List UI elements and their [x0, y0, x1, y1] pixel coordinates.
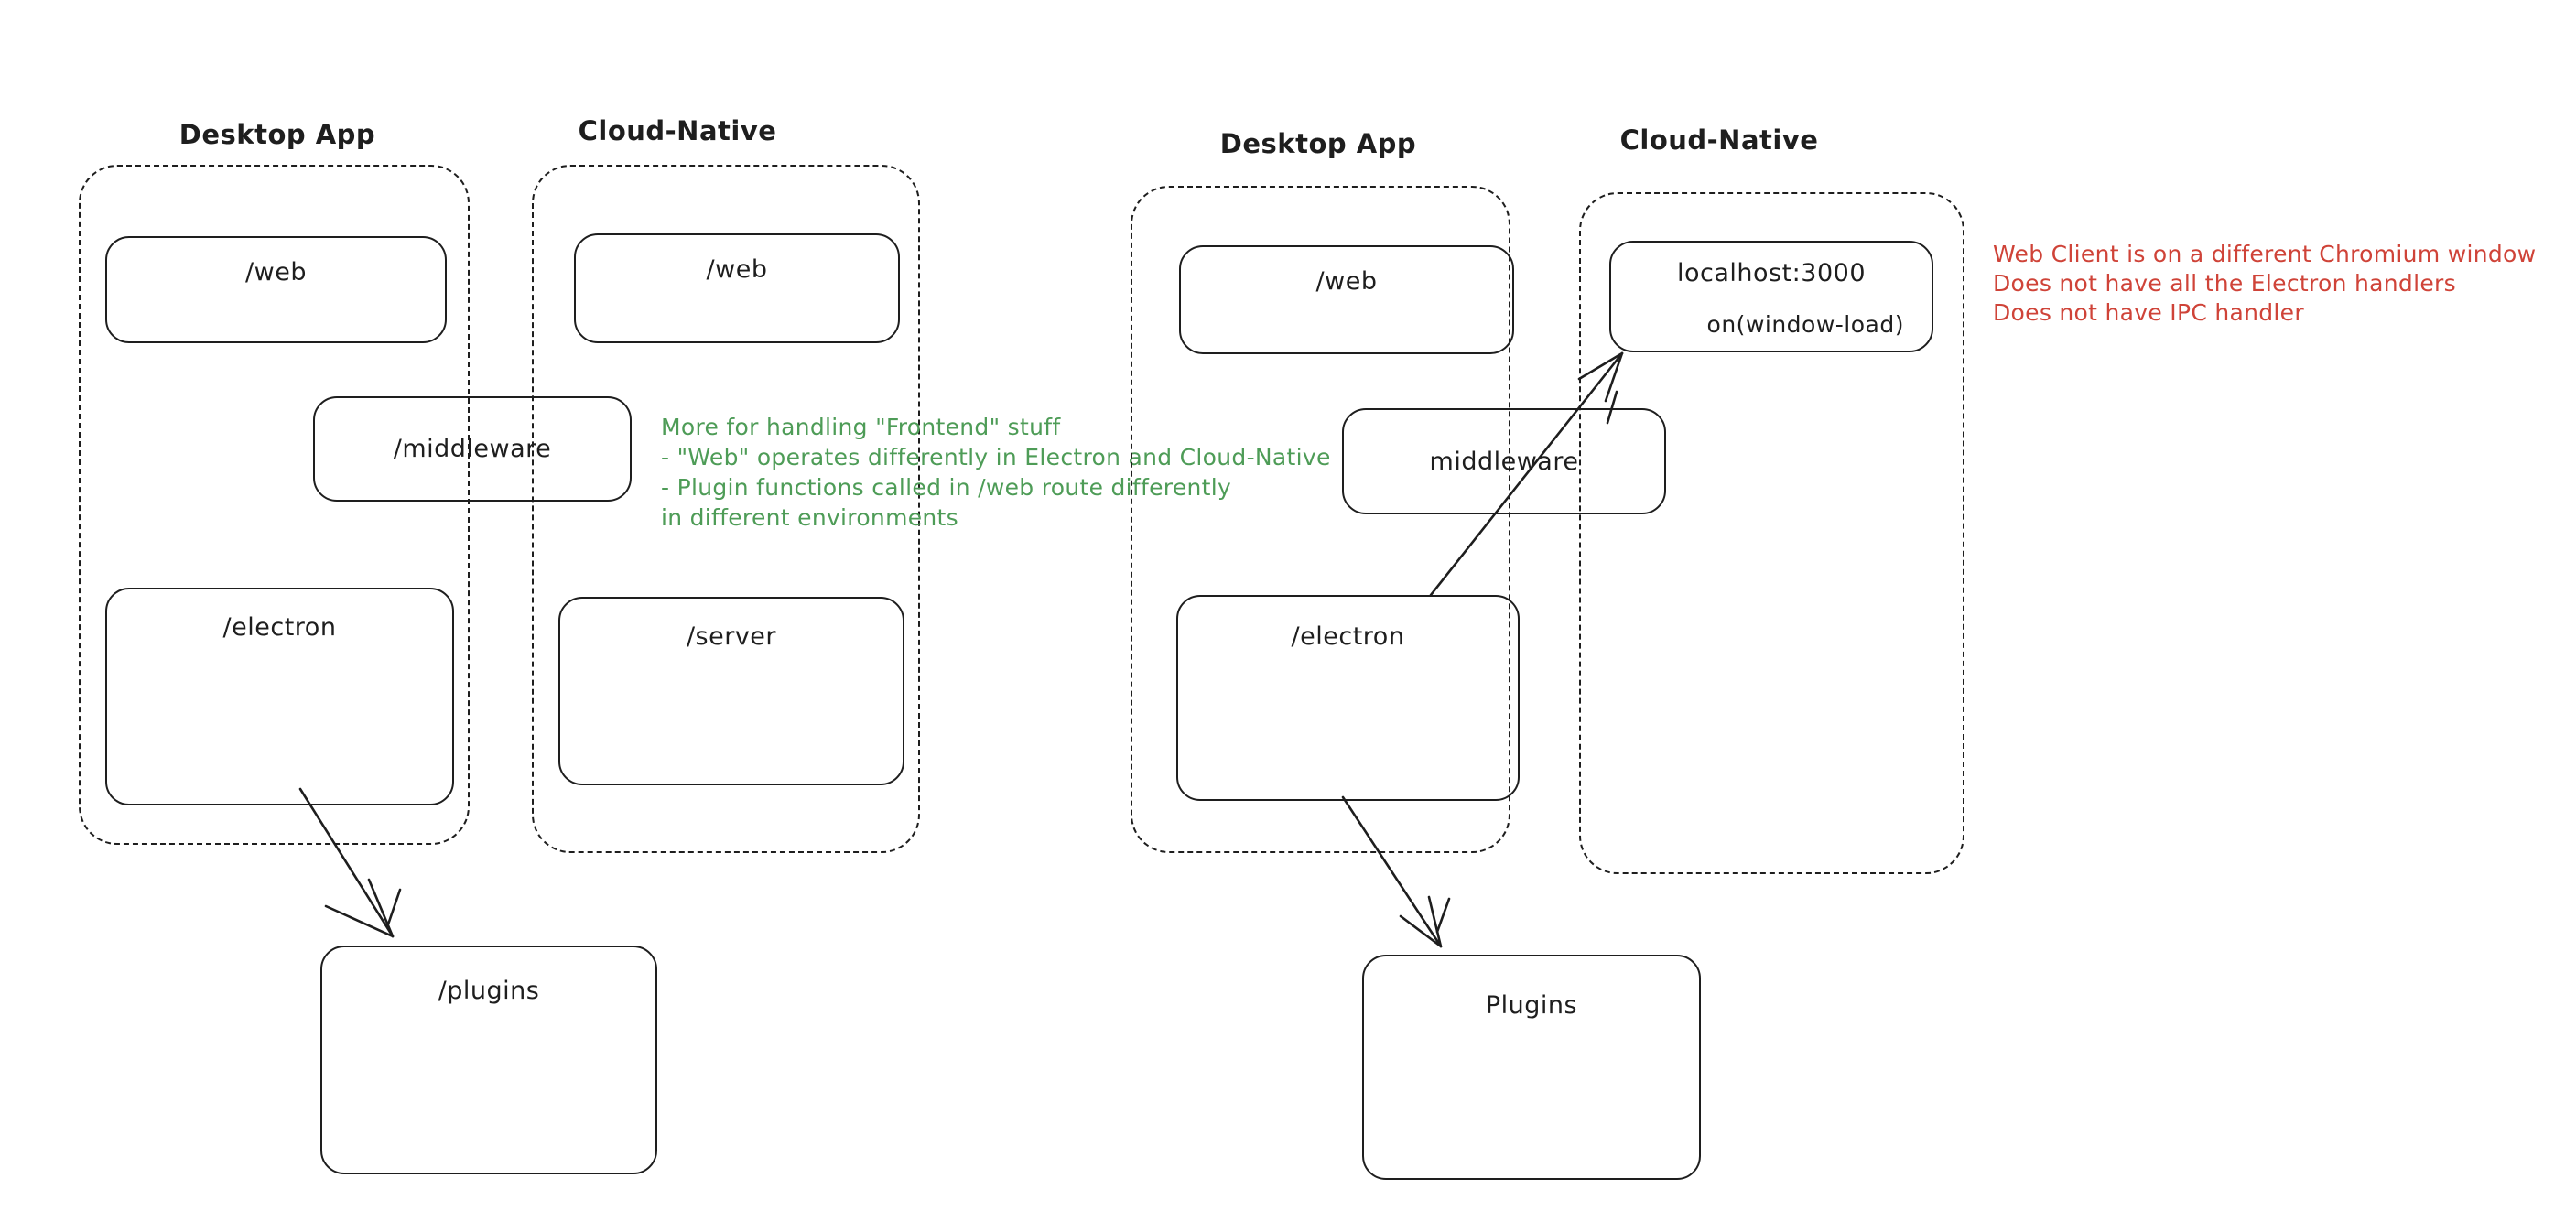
left-electron-box: /electron — [105, 588, 454, 805]
right-cloud-native-title: Cloud-Native — [1619, 124, 1819, 156]
right-electron-box: /electron — [1176, 595, 1520, 801]
right-web-box: /web — [1179, 245, 1514, 354]
right-localhost-box: localhost:3000 on(window-load) — [1609, 241, 1933, 352]
green-note-line: More for handling "Frontend" stuff — [661, 414, 1061, 440]
red-note-line: Does not have all the Electron handlers — [1993, 270, 2456, 297]
left-middleware-box: /middleware — [313, 396, 632, 502]
right-middleware-box: middleware — [1342, 408, 1666, 514]
left-cloud-native-title: Cloud-Native — [578, 115, 777, 146]
left-electron-label: /electron — [222, 613, 337, 642]
red-note-line: Does not have IPC handler — [1993, 299, 2304, 326]
left-web-desktop-label: /web — [245, 258, 307, 286]
green-note-line: - "Web" operates differently in Electron… — [661, 444, 1331, 470]
red-note-line: Web Client is on a different Chromium wi… — [1993, 241, 2537, 267]
left-server-box: /server — [558, 597, 904, 785]
green-note-line: - Plugin functions called in /web route … — [661, 474, 1232, 501]
left-plugins-box: /plugins — [320, 946, 657, 1174]
left-web-cloud-label: /web — [706, 255, 768, 284]
red-annotation-note: Web Client is on a different Chromium wi… — [1993, 240, 2536, 328]
left-plugins-label: /plugins — [438, 977, 540, 1005]
right-desktop-app-title: Desktop App — [1219, 128, 1417, 159]
right-on-window-load-label: on(window-load) — [1706, 311, 1904, 338]
right-web-label: /web — [1315, 267, 1378, 296]
left-web-desktop-box: /web — [105, 236, 447, 343]
green-note-line: in different environments — [661, 504, 958, 531]
left-middleware-label: /middleware — [393, 435, 552, 463]
left-desktop-app-title: Desktop App — [179, 119, 376, 150]
left-web-cloud-box: /web — [574, 233, 900, 343]
right-localhost-label: localhost:3000 — [1676, 259, 1866, 287]
left-cloud-native-container — [532, 165, 920, 853]
left-server-label: /server — [686, 622, 777, 651]
right-plugins-box: Plugins — [1362, 955, 1701, 1180]
right-electron-label: /electron — [1291, 622, 1405, 651]
left-desktop-app-container — [79, 165, 470, 845]
right-plugins-label: Plugins — [1485, 991, 1578, 1020]
right-middleware-label: middleware — [1429, 447, 1579, 476]
green-annotation-note: More for handling "Frontend" stuff - "We… — [661, 412, 1331, 533]
